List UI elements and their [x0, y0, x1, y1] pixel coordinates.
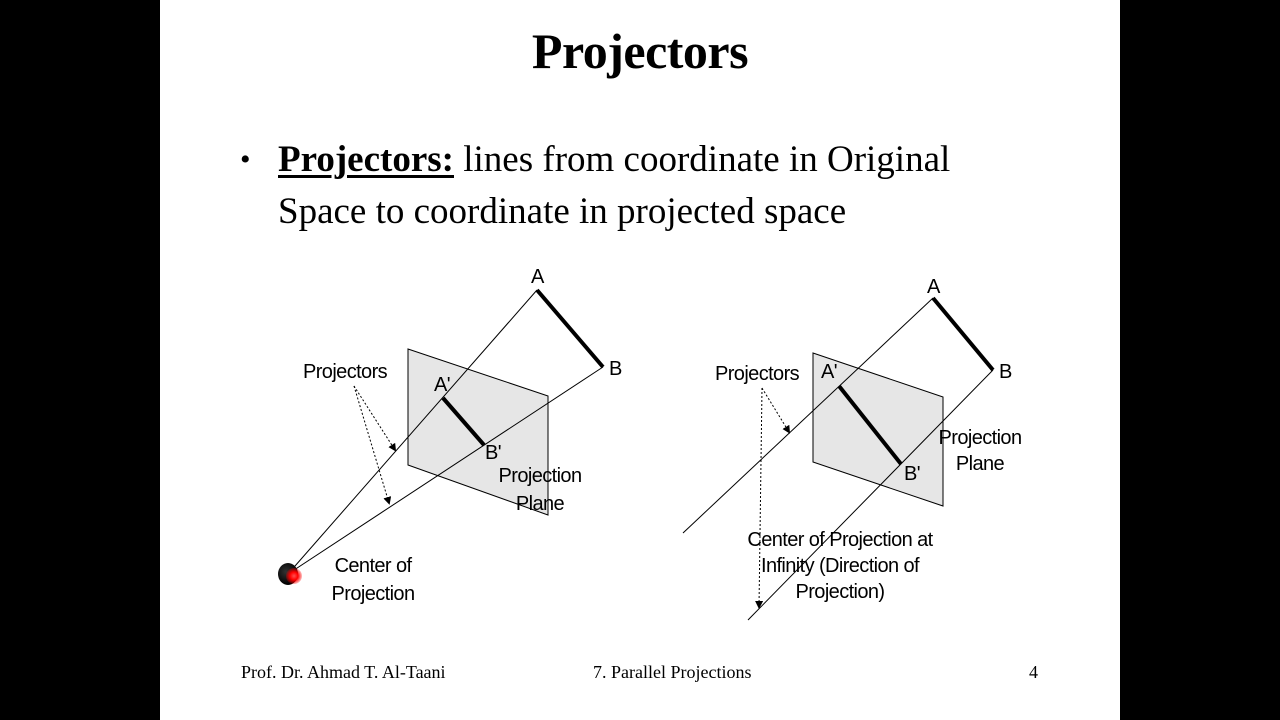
- label-point-a-right: A: [927, 276, 940, 298]
- footer-author: Prof. Dr. Ahmad T. Al-Taani: [241, 662, 446, 682]
- label-projection-plane-right: Projection Plane: [930, 425, 1030, 477]
- plane-label-line1: Projection: [938, 427, 1023, 449]
- projector-line-b-right: [747, 369, 994, 621]
- cop-infinity-line1: Center of Projection at: [747, 529, 933, 551]
- projection-diagrams: [287, 288, 995, 621]
- projector-line-a-left: [287, 289, 538, 575]
- cop-infinity-line3: Projection): [795, 581, 886, 603]
- parallel-diagram: [682, 296, 995, 621]
- label-point-b-prime-right: B': [904, 463, 921, 485]
- perspective-diagram: [287, 288, 605, 575]
- label-point-a-prime-right: A': [821, 361, 838, 383]
- segment-ab-prime-right: [837, 384, 903, 466]
- label-point-b-prime-left: B': [485, 442, 502, 464]
- cop-label-line2: Projection: [331, 583, 416, 605]
- bullet-definition: lines from coordinate in Original Space …: [278, 139, 951, 232]
- bullet-term: Projectors:: [278, 139, 454, 180]
- label-point-a-left: A: [531, 266, 544, 288]
- bullet-icon: •: [240, 143, 251, 176]
- laser-pointer-icon: [286, 568, 302, 584]
- plane-label-line1: Projection: [498, 465, 583, 487]
- footer-chapter: 7. Parallel Projections: [593, 662, 752, 682]
- projectors-arrow-2-right: [755, 387, 764, 609]
- projectors-arrow-2-left: [353, 385, 392, 505]
- plane-label-line2: Plane: [955, 453, 1005, 475]
- label-point-b-right: B: [999, 361, 1012, 383]
- label-projection-plane-left: Projection Plane: [490, 463, 590, 517]
- label-projectors-right: Projectors: [715, 363, 800, 385]
- bullet-text: Projectors: lines from coordinate in Ori…: [278, 134, 998, 238]
- label-point-a-prime-left: A': [434, 374, 451, 396]
- label-projectors-left: Projectors: [303, 361, 388, 383]
- segment-ab-right: [931, 296, 995, 372]
- projection-plane-left: [407, 348, 549, 516]
- projector-line-b-left: [287, 366, 604, 575]
- plane-label-line2: Plane: [515, 493, 565, 515]
- segment-ab-prime-left: [441, 396, 486, 447]
- projectors-arrow-1-right: [761, 387, 791, 434]
- cop-label-line1: Center of: [334, 555, 412, 577]
- cop-infinity-line2: Infinity (Direction of: [761, 555, 920, 577]
- segment-ab-left: [535, 288, 605, 369]
- footer-page-number: 4: [1029, 662, 1038, 682]
- slide: Projectors • Projectors: lines from coor…: [160, 0, 1120, 720]
- label-point-b-left: B: [609, 358, 622, 380]
- label-center-of-projection: Center of Projection: [320, 553, 426, 607]
- label-center-of-projection-infinity: Center of Projection at Infinity (Direct…: [730, 527, 950, 605]
- slide-title: Projectors: [531, 23, 749, 79]
- projector-line-a-right: [682, 297, 934, 534]
- projectors-arrow-1-left: [353, 385, 397, 452]
